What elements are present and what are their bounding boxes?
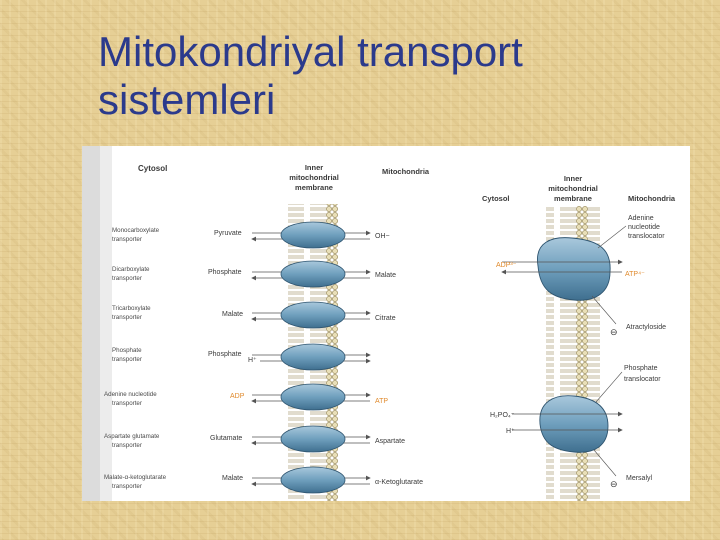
left-header-membrane-2: mitochondrial — [289, 173, 339, 182]
right-header-cytosol: Cytosol — [482, 194, 510, 203]
transporter-label-line-2: transporter — [112, 236, 142, 243]
slide-title-line-2: sistemleri — [98, 76, 276, 123]
left-row-2: Dicarboxylate transporter Phosphate Mala… — [112, 260, 396, 288]
transporter-protein — [280, 221, 346, 249]
left-row-1: Monocarboxylate transporter Pyruvate OH− — [112, 221, 390, 249]
slide-title: Mitokondriyal transport sistemleri — [98, 28, 698, 124]
transporter-label-line-1: Malate-α-ketoglutarate — [104, 474, 167, 481]
mersalyl-inhibitor: ⊖ Mersalyl — [593, 449, 653, 489]
transporter-label-line-1: Adenine nucleotide — [104, 391, 157, 398]
transporter-label-line-1: Dicarboxylate — [112, 266, 150, 273]
phosphate-label-line-1: Phosphate — [624, 365, 658, 372]
proton-label: H⁺ — [248, 357, 257, 364]
left-row-5: Adenine nucleotide transporter ADP ATP — [104, 383, 388, 411]
mersalyl-leader-line — [593, 449, 617, 477]
matrix-substrate-label: α-Ketoglutarate — [375, 479, 423, 486]
page-edge-light — [100, 146, 112, 501]
cytosol-substrate-label: Malate — [222, 311, 243, 318]
right-header-membrane-1: Inner — [564, 174, 582, 183]
transporter-label-line-2: transporter — [112, 442, 142, 449]
transporter-label-line-1: Phosphate — [112, 347, 142, 354]
matrix-substrate-label: Aspartate — [375, 438, 405, 445]
left-row-4: Phosphate transporter Phosphate H⁺ — [112, 343, 371, 371]
left-row-7: Malate-α-ketoglutarate transporter Malat… — [104, 466, 423, 494]
adenine-label-line-1: Adenine — [628, 215, 654, 222]
atractyloside-label: Atractyloside — [626, 324, 666, 331]
transporter-protein — [280, 343, 346, 371]
mersalyl-label: Mersalyl — [626, 475, 653, 482]
h2po4-label: H₂PO₄⁻ — [490, 412, 515, 419]
inhibitor-icon: ⊖ — [610, 479, 618, 489]
adenine-label-line-2: nucleotide — [628, 224, 660, 231]
transporter-protein — [280, 260, 346, 288]
transporter-protein — [280, 301, 346, 329]
cytosol-substrate-label: Phosphate — [208, 351, 242, 358]
transporter-label-line-1: Monocarboxylate — [112, 227, 160, 234]
transport-diagram-svg: Cytosol Inner mitochondrial membrane Mit… — [82, 146, 676, 501]
matrix-substrate-label: ATP — [375, 398, 388, 405]
left-row-3: Tricarboxylate transporter Malate Citrat… — [112, 301, 396, 329]
left-header-cytosol: Cytosol — [138, 164, 167, 173]
proton-label: H⁺ — [506, 428, 515, 435]
transporter-label-line-2: transporter — [112, 400, 142, 407]
matrix-substrate-label: Citrate — [375, 315, 396, 322]
left-row-6: Aspartate glutamate transporter Glutamat… — [104, 425, 405, 453]
transporter-label-line-2: transporter — [112, 356, 142, 363]
atp-label: ATP⁴⁻ — [625, 271, 645, 278]
transport-figure: Cytosol Inner mitochondrial membrane Mit… — [82, 146, 690, 501]
transporter-protein — [280, 383, 346, 411]
left-header-mitochondria: Mitochondria — [382, 167, 430, 176]
matrix-substrate-label: Malate — [375, 272, 396, 279]
page-edge-shadow — [82, 146, 100, 501]
transporter-protein — [280, 466, 346, 494]
cytosol-substrate-label: Glutamate — [210, 435, 242, 442]
transporter-label-line-2: transporter — [112, 275, 142, 282]
phosphate-label-line-2: translocator — [624, 376, 661, 383]
atractyloside-inhibitor: ⊖ Atractyloside — [591, 295, 666, 337]
right-header-membrane-2: mitochondrial — [548, 184, 598, 193]
transporter-label-line-1: Aspartate glutamate — [104, 433, 160, 440]
adenine-nucleotide-translocator: ADP³⁻ ATP⁴⁻ Adenine nucleotide transloca… — [496, 215, 665, 301]
cytosol-substrate-label: ADP — [230, 393, 245, 400]
phosphate-translocator: H₂PO₄⁻ H⁺ Phosphate translocator — [490, 365, 661, 453]
adenine-label-line-3: translocator — [628, 233, 665, 240]
right-header-mitochondria: Mitochondria — [628, 194, 676, 203]
slide-title-line-1: Mitokondriyal transport — [98, 28, 523, 75]
left-header-membrane-3: membrane — [295, 183, 333, 192]
phosphate-translocator-protein — [539, 395, 609, 453]
adp-label: ADP³⁻ — [496, 262, 517, 269]
transporter-label-line-1: Tricarboxylate — [112, 305, 151, 312]
matrix-substrate-label: OH− — [375, 233, 390, 240]
transporter-protein — [280, 425, 346, 453]
transporter-label-line-2: transporter — [112, 314, 142, 321]
cytosol-substrate-label: Phosphate — [208, 269, 242, 276]
inhibitor-icon: ⊖ — [610, 327, 618, 337]
transporter-label-line-2: transporter — [112, 483, 142, 490]
cytosol-substrate-label: Pyruvate — [214, 230, 242, 237]
atractyloside-leader-line — [591, 295, 617, 325]
adenine-leader-line — [597, 225, 627, 249]
right-header-membrane-3: membrane — [554, 194, 592, 203]
cytosol-substrate-label: Malate — [222, 475, 243, 482]
phosphate-leader-line — [595, 371, 623, 403]
left-header-membrane-1: Inner — [305, 163, 323, 172]
